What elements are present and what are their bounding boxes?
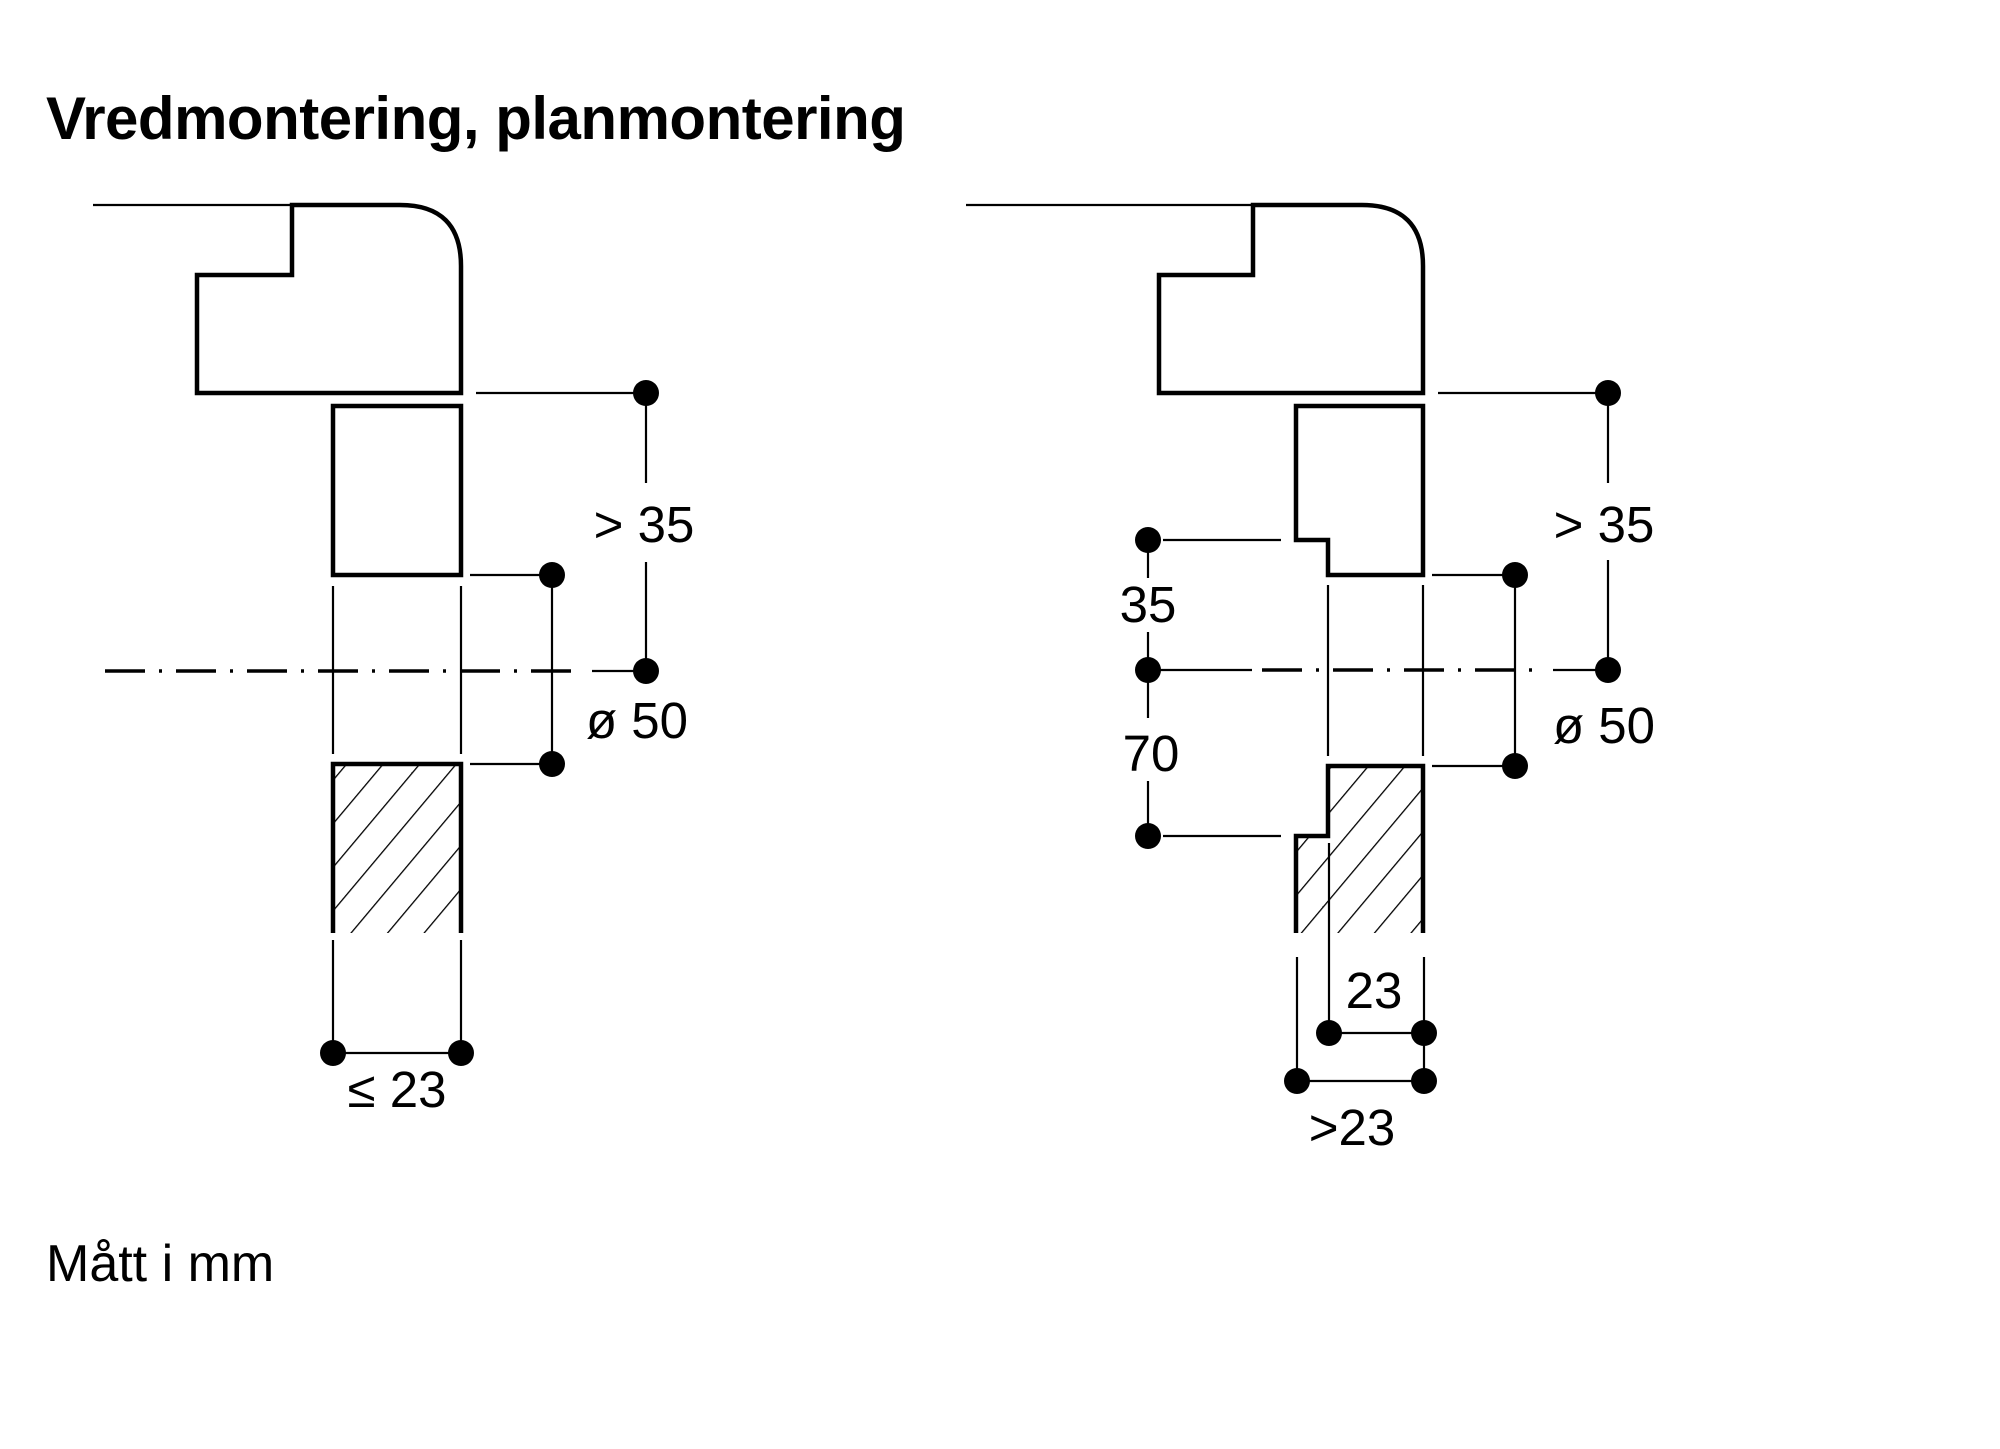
- dim-label-diameter: ø 50: [1553, 697, 1655, 754]
- frame-lower-hatch: [333, 764, 461, 933]
- frame-lower-hatch: [1296, 766, 1423, 933]
- left-diagram: > 35 ø 50 ≤ 23: [93, 202, 695, 1118]
- dim-dot: [320, 1040, 346, 1066]
- dim-label-thickness: ≤ 23: [348, 1061, 447, 1118]
- dim-dot: [1502, 562, 1528, 588]
- dim-dot: [448, 1040, 474, 1066]
- dim-dot: [1595, 657, 1621, 683]
- dim-dot: [1135, 527, 1161, 553]
- dim-label-rebate-upper: 35: [1120, 576, 1177, 633]
- dim-label-diameter: ø 50: [586, 692, 688, 749]
- dim-dot: [1411, 1068, 1437, 1094]
- dim-dot: [1595, 380, 1621, 406]
- dim-dot: [539, 562, 565, 588]
- dim-label-top: > 35: [1554, 496, 1655, 553]
- frame-lower-section: [1293, 763, 1426, 933]
- dim-dot: [1135, 657, 1161, 683]
- dim-dot: [539, 751, 565, 777]
- dim-label-rebate-lower: 70: [1123, 725, 1180, 782]
- dim-dot: [633, 658, 659, 684]
- right-diagram: > 35 ø 50 35 70 23 >23: [966, 202, 1655, 1156]
- dim-dot: [633, 380, 659, 406]
- dim-label-inner: 23: [1346, 962, 1403, 1019]
- units-note: Mått i mm: [46, 1235, 275, 1293]
- frame-upper-section: [1293, 403, 1426, 578]
- frame-lower-section: [330, 761, 464, 933]
- dim-label-top: > 35: [594, 496, 695, 553]
- door-section: [1156, 202, 1426, 396]
- dim-dot: [1135, 823, 1161, 849]
- frame-upper-section: [330, 403, 464, 578]
- door-section: [194, 202, 464, 396]
- dim-dot: [1502, 753, 1528, 779]
- dim-label-outer: >23: [1309, 1099, 1396, 1156]
- dim-dot: [1316, 1020, 1342, 1046]
- dim-dot: [1411, 1020, 1437, 1046]
- dim-dot: [1284, 1068, 1310, 1094]
- page-title: Vredmontering, planmontering: [46, 85, 906, 152]
